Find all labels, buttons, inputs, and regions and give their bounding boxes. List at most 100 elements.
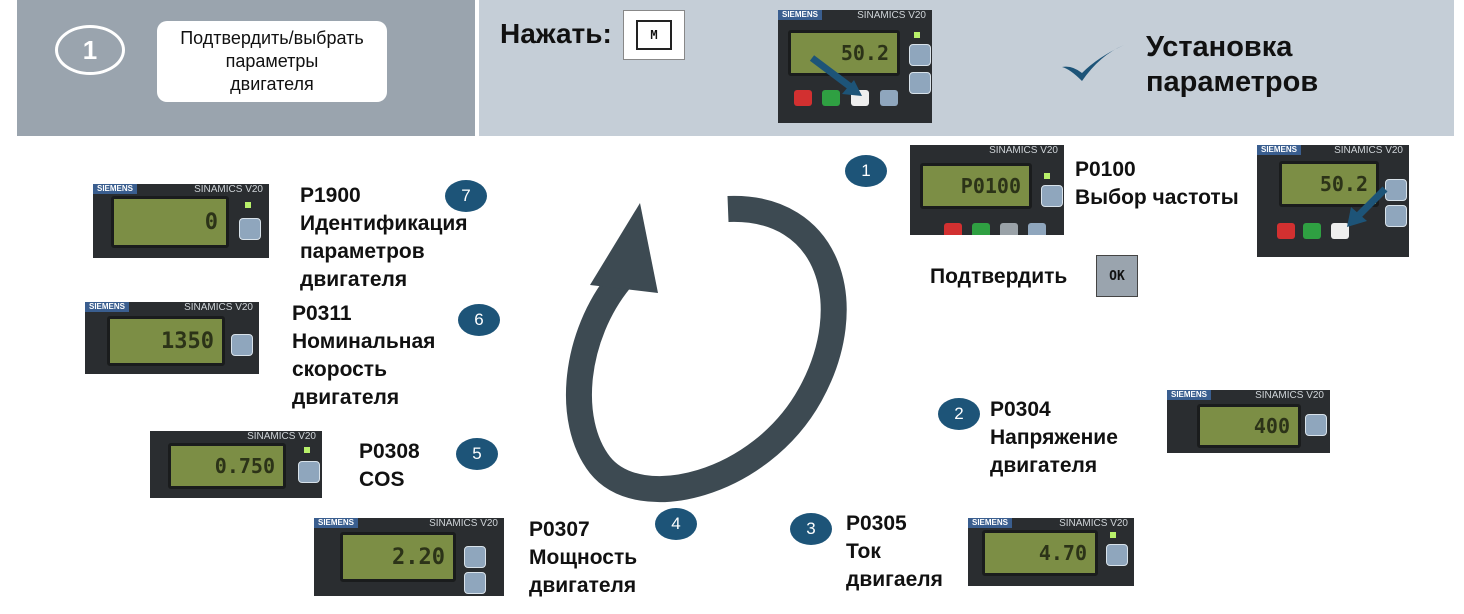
down-button[interactable] — [464, 572, 486, 594]
up-button[interactable] — [909, 44, 931, 66]
up-button[interactable] — [231, 334, 253, 356]
param-desc: двигаеля — [846, 568, 943, 591]
stop-button[interactable] — [1277, 223, 1295, 239]
device-photo-p0307: SIEMENS SINAMICS V20 2.20 — [314, 518, 504, 596]
device-photo-p0311: SIEMENS SINAMICS V20 1350 — [85, 302, 259, 374]
param-code: P0304 — [990, 398, 1051, 421]
up-button[interactable] — [1106, 544, 1128, 566]
device-photo-p0305: SIEMENS SINAMICS V20 4.70 — [968, 518, 1134, 586]
m-key-label: M — [636, 20, 672, 50]
ok-key-button[interactable]: OK — [1096, 255, 1138, 297]
step-badge-7: 7 — [445, 180, 487, 212]
pointer-arrow-icon — [1347, 186, 1388, 227]
up-button[interactable] — [1305, 414, 1327, 436]
checkmark-icon — [1062, 45, 1124, 81]
param-desc: Идентификация — [300, 212, 468, 235]
step-badge-5: 5 — [456, 438, 498, 470]
param-desc: Мощность — [529, 546, 638, 569]
device-model: SINAMICS V20 — [429, 518, 498, 529]
m-button[interactable] — [1331, 223, 1349, 239]
param-label-p0307: P0307 Мощность двигателя — [529, 516, 637, 600]
param-desc: двигателя — [292, 386, 400, 409]
down-button[interactable] — [909, 72, 931, 94]
device-brand: SIEMENS — [1257, 145, 1302, 155]
param-label-p0304: P0304 Напряжение двигателя — [990, 396, 1118, 480]
device-lcd: 2.20 — [340, 532, 456, 582]
result-title: Установка параметров — [1146, 30, 1318, 100]
cycle-arrow-icon — [565, 195, 847, 503]
m-button[interactable] — [1000, 223, 1018, 235]
device-lcd: 50.2 — [1279, 161, 1379, 207]
param-label-p0100: P0100 Выбор частоты — [1075, 156, 1239, 212]
ok-button[interactable] — [1028, 223, 1046, 235]
confirm-label: Подтвердить — [930, 265, 1068, 288]
param-code: P1900 — [300, 184, 361, 207]
step-text-line: параметры — [225, 51, 319, 71]
device-model: SINAMICS V20 — [1255, 390, 1324, 401]
device-lcd: 50.2 — [788, 30, 900, 76]
run-button[interactable] — [972, 223, 990, 235]
header-device-photo: SIEMENS SINAMICS V20 50.2 — [778, 10, 932, 123]
param-desc: двигателя — [529, 574, 637, 597]
status-led — [245, 202, 251, 208]
param-label-p0305: P0305 Ток двигаеля — [846, 510, 943, 594]
param-code: P0307 — [529, 518, 590, 541]
m-key-button[interactable]: M — [623, 10, 685, 60]
device-model: SINAMICS V20 — [989, 145, 1058, 156]
stop-button[interactable] — [794, 90, 812, 106]
device-model: SINAMICS V20 — [184, 302, 253, 313]
result-title-line: Установка — [1146, 31, 1293, 63]
step-number-badge: 1 — [55, 25, 125, 75]
step-text-line: Подтвердить/выбрать — [180, 28, 364, 48]
device-model: SINAMICS V20 — [194, 184, 263, 195]
stop-button[interactable] — [944, 223, 962, 235]
result-title-line: параметров — [1146, 66, 1319, 98]
param-label-p0308: P0308 COS — [359, 438, 420, 494]
device-brand: SIEMENS — [314, 518, 359, 528]
param-desc: двигателя — [990, 454, 1098, 477]
param-desc: скорость — [292, 358, 387, 381]
device-brand: SIEMENS — [85, 302, 130, 312]
pointer-arrow-icon — [809, 55, 862, 96]
step-badge-3: 3 — [790, 513, 832, 545]
param-desc: Ток — [846, 540, 881, 563]
device-lcd: P0100 — [920, 163, 1032, 209]
up-button[interactable] — [298, 461, 320, 483]
up-button[interactable] — [1041, 185, 1063, 207]
status-led — [914, 32, 920, 38]
param-desc: COS — [359, 468, 405, 491]
param-desc: параметров — [300, 240, 425, 263]
device-photo-p1900: SIEMENS SINAMICS V20 0 — [93, 184, 269, 258]
device-photo-p0100-side: SIEMENS SINAMICS V20 50.2 — [1257, 145, 1409, 257]
down-button[interactable] — [1385, 205, 1407, 227]
device-lcd: 0.750 — [168, 443, 286, 489]
device-model: SINAMICS V20 — [1334, 145, 1403, 156]
step-badge-1: 1 — [845, 155, 887, 187]
up-button[interactable] — [464, 546, 486, 568]
step-badge-2: 2 — [938, 398, 980, 430]
status-led — [1110, 532, 1116, 538]
device-model: SINAMICS V20 — [247, 431, 316, 442]
device-brand: SIEMENS — [778, 10, 823, 20]
device-lcd: 1350 — [107, 316, 225, 366]
param-code: P0308 — [359, 440, 420, 463]
run-button[interactable] — [1303, 223, 1321, 239]
param-desc: Выбор частоты — [1075, 186, 1239, 209]
param-desc: Напряжение — [990, 426, 1118, 449]
run-button[interactable] — [822, 90, 840, 106]
up-button[interactable] — [239, 218, 261, 240]
device-brand: SIEMENS — [93, 184, 138, 194]
ok-button[interactable] — [880, 90, 898, 106]
step-badge-4: 4 — [655, 508, 697, 540]
param-desc: Номинальная — [292, 330, 436, 353]
status-led — [1044, 173, 1050, 179]
device-brand: SIEMENS — [1167, 390, 1212, 400]
device-photo-p0100: SINAMICS V20 P0100 — [910, 145, 1064, 235]
device-photo-p0304: SIEMENS SINAMICS V20 400 — [1167, 390, 1330, 453]
param-code: P0311 — [292, 302, 352, 325]
device-brand: SIEMENS — [968, 518, 1013, 528]
press-label: Нажать: — [500, 18, 612, 49]
param-desc: двигателя — [300, 268, 408, 291]
param-code: P0100 — [1075, 158, 1136, 181]
device-model: SINAMICS V20 — [857, 10, 926, 21]
